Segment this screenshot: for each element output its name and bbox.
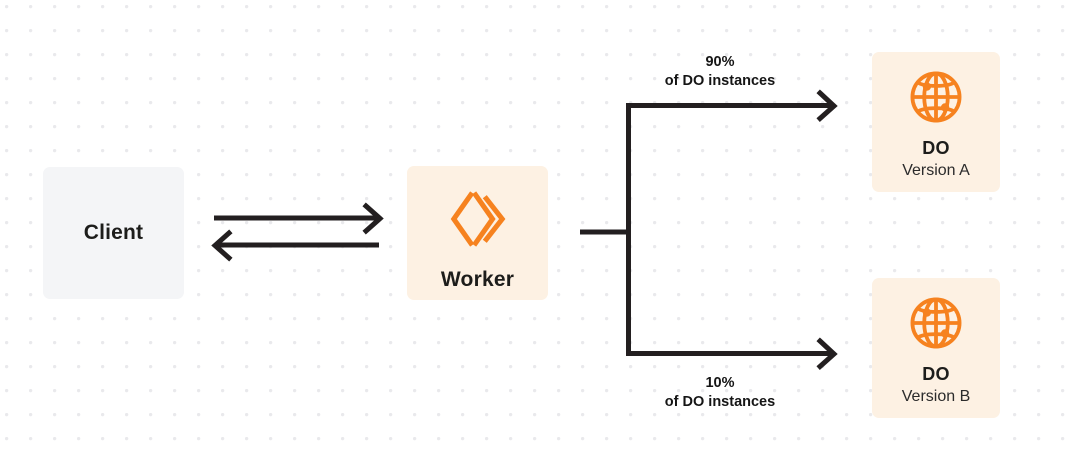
edge-label-bottom-percent: 10% bbox=[705, 375, 735, 391]
node-do-a-title: DO bbox=[922, 138, 950, 158]
node-client[interactable]: Client bbox=[43, 167, 184, 299]
arrow-worker-to-client bbox=[211, 229, 379, 262]
node-do-a-subtitle: Version A bbox=[902, 162, 970, 179]
edge-label-top-percent: 90% bbox=[705, 54, 735, 70]
edge-label-top-split: 90% of DO instances bbox=[624, 53, 816, 91]
arrow-split-to-do-a bbox=[626, 89, 838, 123]
node-worker[interactable]: Worker bbox=[407, 166, 548, 300]
edge-label-bottom-split: 10% of DO instances bbox=[624, 374, 816, 412]
node-do-version-b[interactable]: DO Version B bbox=[872, 278, 1000, 418]
globe-icon bbox=[907, 68, 965, 126]
node-do-b-title: DO bbox=[922, 364, 950, 384]
edge-label-top-description: of DO instances bbox=[664, 73, 776, 89]
node-do-version-a[interactable]: DO Version A bbox=[872, 52, 1000, 192]
arrow-client-to-worker bbox=[214, 202, 384, 235]
globe-icon bbox=[907, 294, 965, 352]
node-worker-title: Worker bbox=[440, 268, 515, 291]
cloudflare-workers-logo-icon bbox=[447, 188, 509, 250]
edge-label-bottom-description: of DO instances bbox=[664, 394, 776, 410]
arrow-split-to-do-b bbox=[626, 337, 838, 371]
node-client-title: Client bbox=[83, 221, 144, 244]
node-do-b-subtitle: Version B bbox=[901, 388, 971, 405]
